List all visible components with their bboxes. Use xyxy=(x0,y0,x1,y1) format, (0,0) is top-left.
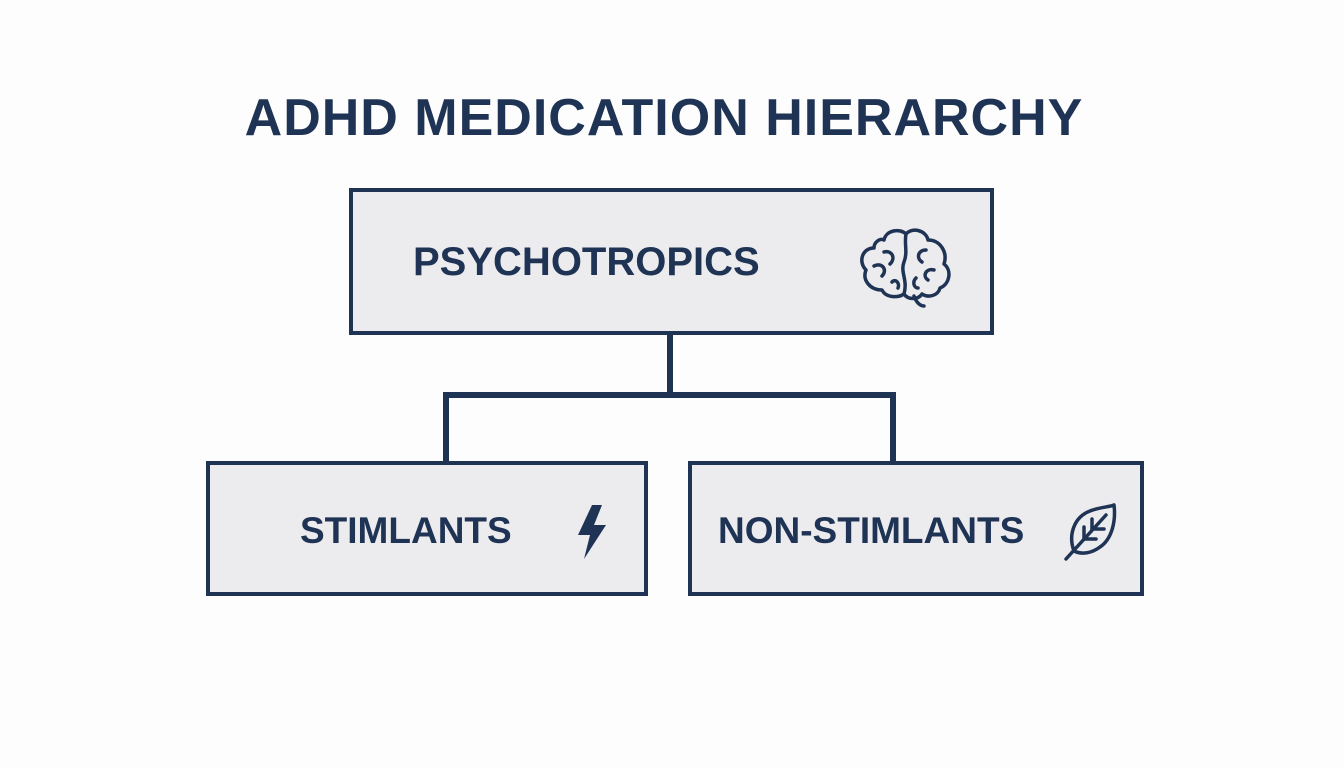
node-non-stimlants: NON-STIMLANTS xyxy=(688,461,1144,596)
node-stimlants-label: STIMLANTS xyxy=(300,510,512,551)
lightning-bolt-icon xyxy=(578,505,606,559)
diagram-title: ADHD MEDICATION HIERARCHY xyxy=(244,89,1084,147)
leaf-icon xyxy=(1064,503,1117,561)
node-stimlants: STIMLANTS xyxy=(206,461,648,596)
node-psychotropics: PSYCHOTROPICS xyxy=(349,188,994,335)
brain-icon xyxy=(860,228,951,308)
node-non-stimlants-label: NON-STIMLANTS xyxy=(718,510,1025,551)
node-psychotropics-label: PSYCHOTROPICS xyxy=(413,240,760,284)
